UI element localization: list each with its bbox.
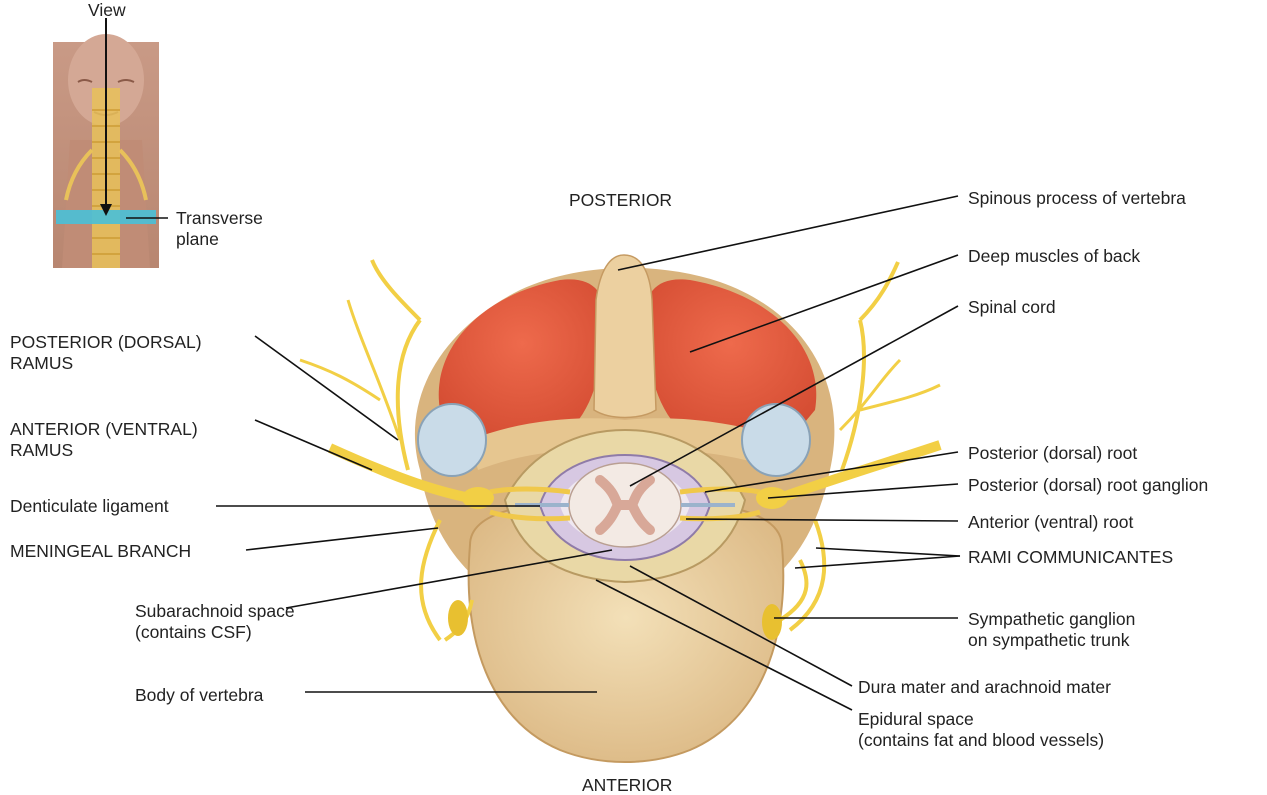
leader-posterior-ramus bbox=[255, 336, 398, 440]
plane-line-2: plane bbox=[176, 229, 263, 250]
label-anterior-ramus-line2: RAMUS bbox=[10, 440, 198, 461]
label-posterior-ramus-line1: POSTERIOR (DORSAL) bbox=[10, 332, 202, 353]
label-denticulate-ligament: Denticulate ligament bbox=[10, 496, 169, 517]
label-posterior-root-ganglion: Posterior (dorsal) root ganglion bbox=[968, 475, 1208, 496]
label-posterior-ramus: POSTERIOR (DORSAL) RAMUS bbox=[10, 332, 202, 374]
label-posterior-root: Posterior (dorsal) root bbox=[968, 443, 1137, 464]
label-deep-muscles: Deep muscles of back bbox=[968, 246, 1140, 267]
anterior-orientation-label: ANTERIOR bbox=[582, 775, 672, 795]
spinous-process bbox=[594, 255, 656, 418]
leader-rami-2 bbox=[795, 556, 960, 568]
label-subarachnoid-line2: (contains CSF) bbox=[135, 622, 295, 643]
posterior-orientation-label: POSTERIOR bbox=[569, 190, 672, 211]
transverse-plane-label: Transverse plane bbox=[176, 208, 263, 250]
label-subarachnoid-space: Subarachnoid space (contains CSF) bbox=[135, 601, 295, 643]
label-anterior-ramus: ANTERIOR (VENTRAL) RAMUS bbox=[10, 419, 198, 461]
orientation-inset bbox=[53, 18, 168, 268]
posterior-ramus-left bbox=[300, 300, 400, 440]
label-meningeal-branch: MENINGEAL BRANCH bbox=[10, 541, 191, 562]
label-body-of-vertebra: Body of vertebra bbox=[135, 685, 263, 706]
label-sympathetic-line2: on sympathetic trunk bbox=[968, 630, 1135, 651]
label-epidural-space: Epidural space (contains fat and blood v… bbox=[858, 709, 1104, 751]
leader-rami-1 bbox=[816, 548, 960, 556]
sympathetic-ganglion-right bbox=[762, 604, 782, 640]
leader-anterior-ramus bbox=[255, 420, 372, 470]
label-anterior-ramus-line1: ANTERIOR (VENTRAL) bbox=[10, 419, 198, 440]
label-posterior-ramus-line2: RAMUS bbox=[10, 353, 202, 374]
articular-facet-left bbox=[418, 404, 486, 476]
label-spinous-process: Spinous process of vertebra bbox=[968, 188, 1186, 209]
label-rami-communicantes: RAMI COMMUNICANTES bbox=[968, 547, 1173, 568]
sympathetic-ganglion-left bbox=[448, 600, 468, 636]
leader-meningeal bbox=[246, 528, 438, 550]
label-subarachnoid-line1: Subarachnoid space bbox=[135, 601, 295, 622]
view-label: View bbox=[88, 0, 126, 21]
label-spinal-cord: Spinal cord bbox=[968, 297, 1056, 318]
label-epidural-line2: (contains fat and blood vessels) bbox=[858, 730, 1104, 751]
label-dura-mater: Dura mater and arachnoid mater bbox=[858, 677, 1111, 698]
vertebra-section bbox=[300, 255, 940, 762]
articular-facet-right bbox=[742, 404, 810, 476]
plane-line-1: Transverse bbox=[176, 208, 263, 229]
label-epidural-line1: Epidural space bbox=[858, 709, 1104, 730]
label-sympathetic-line1: Sympathetic ganglion bbox=[968, 609, 1135, 630]
label-sympathetic-ganglion: Sympathetic ganglion on sympathetic trun… bbox=[968, 609, 1135, 651]
label-anterior-root: Anterior (ventral) root bbox=[968, 512, 1133, 533]
